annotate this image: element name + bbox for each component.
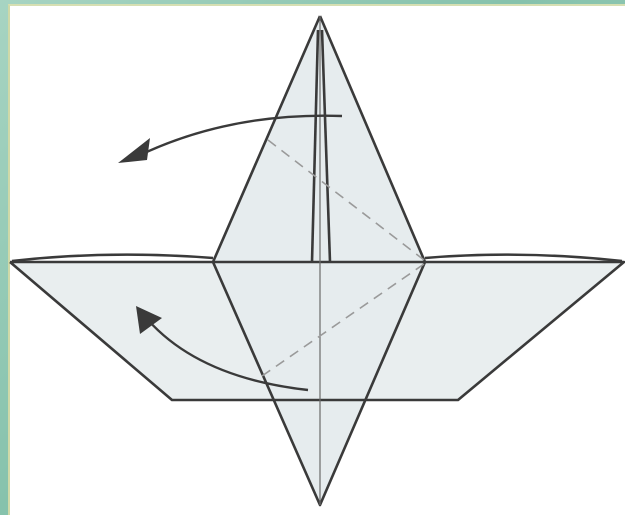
fold-arrow-upper-head xyxy=(118,138,150,163)
wing-top-edge-left xyxy=(12,255,213,261)
wing-top-edge-right xyxy=(425,255,622,261)
central-kite-shape xyxy=(213,16,425,505)
